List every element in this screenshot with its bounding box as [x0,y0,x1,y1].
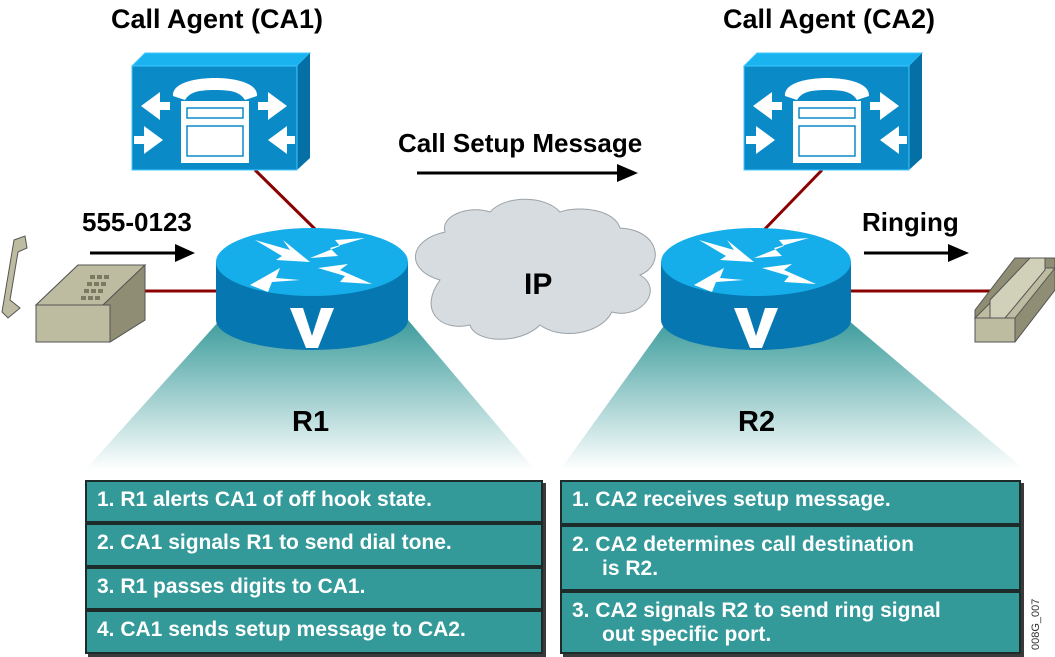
r2-label: R2 [738,406,776,438]
r2-steps-panel: 1. CA2 receives setup message. 2. CA2 de… [560,480,1021,654]
link-ca1-r1 [253,168,320,234]
call-setup-label: Call Setup Message [398,128,643,158]
step-text: 1. CA2 receives setup message. [572,488,891,511]
arrow-dialed-number [90,244,195,262]
step-text: 2. CA1 signals R1 to send dial tone. [97,531,452,554]
arrow-call-setup [417,164,638,182]
ip-network-label: IP [524,268,553,301]
router-r1-icon[interactable] [216,228,408,350]
r1-step: 1. R1 alerts CA1 of off hook state. [85,480,543,523]
router-r2-icon[interactable] [661,228,851,350]
r1-step: 3. R1 passes digits to CA1. [85,567,543,610]
ringing-label: Ringing [862,207,959,237]
r2-step: 2. CA2 determines call destination is R2… [560,525,1021,591]
r1-step: 4. CA1 sends setup message to CA2. [85,610,543,654]
call-agent-ca2-icon[interactable] [742,52,924,171]
ip-cloud [414,198,656,340]
call-agent-ca1-icon[interactable] [130,52,312,171]
r2-step: 3. CA2 signals R2 to send ring signal ou… [560,591,1021,654]
step-text: 1. R1 alerts CA1 of off hook state. [97,488,432,511]
arrow-ringing [864,244,969,262]
phone-onhook-icon[interactable] [973,257,1055,343]
r1-step: 2. CA1 signals R1 to send dial tone. [85,523,543,567]
step-text: 3. CA2 signals R2 to send ring signal [572,599,941,622]
r2-beam [560,320,1025,470]
step-text-cont: out specific port. [602,623,772,646]
step-text: 2. CA2 determines call destination [572,533,914,556]
ca2-label: Call Agent (CA2) [723,4,936,34]
step-text: 4. CA1 sends setup message to CA2. [97,618,466,641]
r2-step: 1. CA2 receives setup message. [560,480,1021,525]
step-text-cont: is R2. [602,557,659,580]
r1-label: R1 [292,406,330,438]
r1-beam [85,320,535,470]
figure-id: 008G_007 [1030,598,1042,650]
dialed-number-label: 555-0123 [82,207,192,237]
link-ca2-r2 [760,168,824,234]
r1-steps-panel: 1. R1 alerts CA1 of off hook state. 2. C… [85,480,543,654]
phone-offhook-icon[interactable] [1,235,147,343]
step-text: 3. R1 passes digits to CA1. [97,575,366,598]
ca1-label: Call Agent (CA1) [111,4,324,34]
